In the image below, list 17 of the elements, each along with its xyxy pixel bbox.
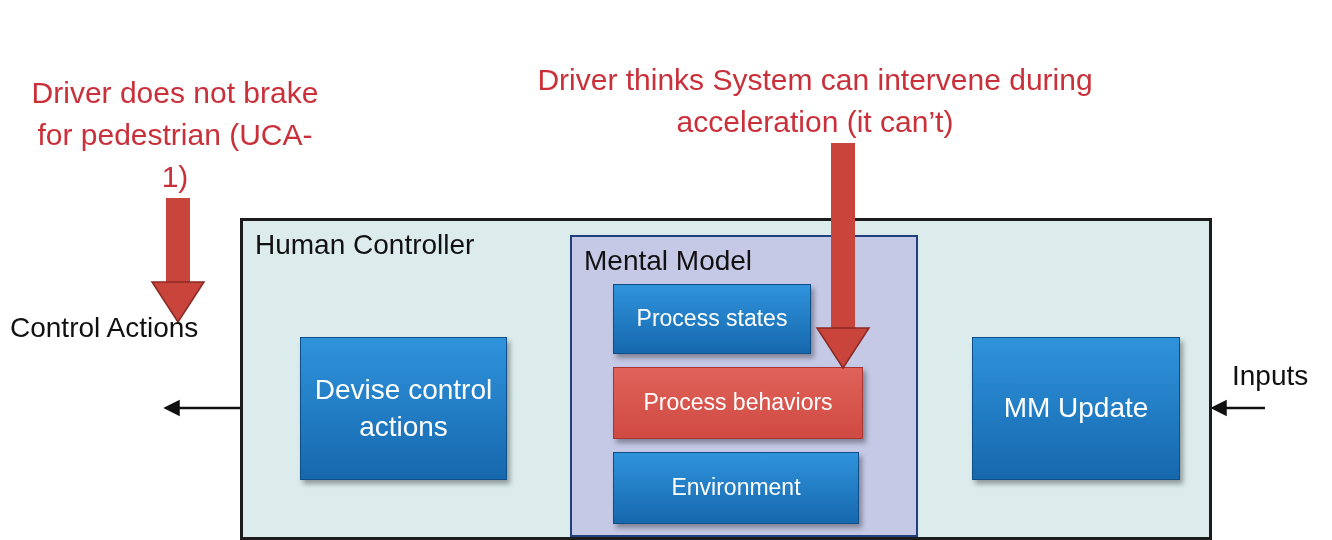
- process-box: Process behaviors: [613, 367, 863, 439]
- process-box: Process states: [613, 284, 811, 354]
- model-box: [570, 235, 918, 537]
- box-heading: Mental Model: [584, 245, 753, 277]
- annotation-text: Driver does not brake for pedestrian (UCA-1): [30, 75, 320, 195]
- arrow: [1210, 399, 1265, 417]
- edge-label: Inputs: [1232, 360, 1309, 392]
- arrow: [163, 399, 240, 417]
- process-box: Environment: [613, 452, 859, 524]
- block-arrow: [815, 143, 871, 370]
- edge-label: Control Actions: [10, 312, 199, 344]
- process-box: Devise control actions: [300, 337, 507, 480]
- process-box: MM Update: [972, 337, 1180, 480]
- controller-box: [240, 218, 1212, 540]
- box-heading: Human Controller: [255, 229, 475, 261]
- block-arrow: [150, 198, 206, 324]
- annotation-text: Driver thinks System can intervene during acceleration (it can’t): [536, 62, 1094, 140]
